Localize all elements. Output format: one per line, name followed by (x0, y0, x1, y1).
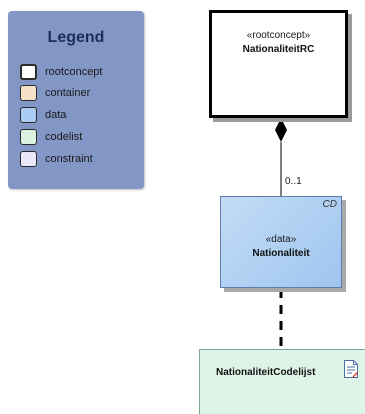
legend-item-codelist: codelist (20, 128, 82, 146)
legend-item-rootconcept: rootconcept (20, 63, 102, 81)
legend-swatch-constraint (20, 151, 37, 167)
legend-swatch-rootconcept (20, 64, 37, 80)
legend-swatch-data (20, 107, 37, 123)
class-name: NationaliteitRC (242, 44, 315, 55)
class-stereotype: «data» (265, 234, 297, 245)
legend-label: constraint (45, 153, 93, 165)
legend-panel: Legend rootconcept container data codeli… (8, 11, 144, 189)
class-name: Nationaliteit (252, 248, 310, 259)
legend-label: data (45, 109, 67, 121)
legend-swatch-container (20, 85, 37, 101)
legend-swatch-codelist (20, 129, 37, 145)
legend-item-constraint: constraint (20, 150, 93, 168)
legend-item-data: data (20, 106, 66, 124)
legend-item-container: container (20, 84, 90, 102)
legend-label: codelist (45, 131, 83, 143)
legend-label: rootconcept (45, 66, 103, 78)
class-stereotype: «rootconcept» (246, 30, 311, 41)
multiplicity-label: 0..1 (285, 176, 302, 187)
class-tag: CD (322, 199, 337, 210)
legend-label: container (45, 87, 91, 99)
rootconcept-class[interactable]: «rootconcept» NationaliteitRC (209, 10, 348, 118)
class-name: NationaliteitCodelijst (216, 367, 316, 378)
composition-diamond-icon (275, 118, 287, 142)
document-icon (344, 360, 358, 378)
codelist-class[interactable]: NationaliteitCodelijst (199, 349, 365, 414)
legend-title: Legend (47, 29, 105, 46)
data-class[interactable]: CD «data» Nationaliteit (220, 196, 342, 288)
